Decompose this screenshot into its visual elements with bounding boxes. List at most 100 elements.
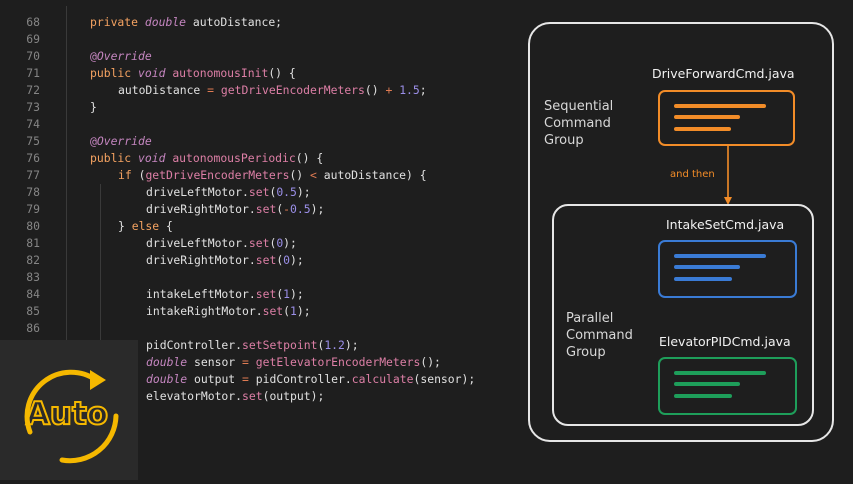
code-token: 0.5 — [290, 202, 311, 216]
code-line[interactable]: 85 intakeRightMotor.set(1); — [0, 303, 520, 320]
code-token: autoDistance; — [192, 15, 283, 29]
code-line[interactable]: 78 driveLeftMotor.set(0.5); — [0, 184, 520, 201]
code-token: driveLeftMotor. — [146, 185, 249, 199]
line-number: 70 — [26, 49, 40, 63]
code-token: set — [242, 389, 263, 403]
code-token: Override — [96, 49, 152, 63]
code-line[interactable]: 75@Override — [0, 133, 520, 150]
intake-set-file-icon — [658, 240, 797, 298]
code-line[interactable]: 69 — [0, 31, 520, 48]
code-token: driveRightMotor. — [146, 253, 256, 267]
parallel-label: Parallel Command Group — [566, 311, 633, 360]
code-token: output — [194, 372, 243, 386]
code-line[interactable]: 83 — [0, 269, 520, 286]
code-line[interactable]: 73} — [0, 99, 520, 116]
code-token: ); — [310, 202, 325, 216]
code-token: autoDistance — [118, 83, 208, 97]
code-token: ); — [296, 185, 311, 199]
code-line-bar — [674, 371, 766, 375]
code-text: elevatorMotor.set(output); — [146, 388, 324, 405]
code-line[interactable]: 74 — [0, 116, 520, 133]
code-token: set — [248, 185, 270, 199]
code-token: (sensor); — [413, 372, 476, 386]
code-token: ); — [296, 304, 311, 318]
code-token: + — [385, 83, 400, 97]
code-token: @ — [90, 49, 97, 63]
code-text: intakeRightMotor.set(1); — [146, 303, 311, 320]
code-token: 1 — [290, 304, 297, 318]
line-number: 69 — [26, 32, 40, 46]
code-line[interactable]: 86 — [0, 320, 520, 337]
code-text: if (getDriveEncoderMeters() < autoDistan… — [118, 167, 427, 184]
code-token: set — [255, 253, 277, 267]
code-token: double — [146, 355, 195, 369]
code-token: sensor — [194, 355, 243, 369]
code-line[interactable]: pidController.setSetpoint(1.2); — [0, 337, 520, 354]
line-number: 78 — [26, 185, 40, 199]
code-token: ); — [283, 236, 297, 250]
code-line-bar — [674, 254, 766, 258]
logo-text: Auto — [26, 396, 108, 432]
code-token: 1.2 — [324, 338, 345, 352]
auto-logo: Auto — [0, 340, 138, 480]
code-token: calculate — [351, 372, 414, 386]
line-number: 68 — [26, 15, 40, 29]
code-token: driveRightMotor. — [146, 202, 256, 216]
indent-guide — [66, 6, 67, 342]
code-token: 1.5 — [399, 83, 420, 97]
code-token: if — [118, 168, 139, 182]
code-token: 1 — [283, 287, 291, 301]
code-token: autoDistance) { — [323, 168, 427, 182]
line-number: 80 — [26, 219, 40, 233]
code-token: Override — [96, 134, 152, 148]
line-number: 86 — [26, 321, 40, 335]
code-token: set — [255, 202, 277, 216]
line-number: 72 — [26, 83, 40, 97]
code-line[interactable]: 70 @Override — [0, 48, 520, 65]
code-text: pidController.setSetpoint(1.2); — [146, 337, 359, 354]
code-line[interactable]: elevatorMotor.set(output); — [0, 388, 520, 405]
code-token: 0.5 — [276, 185, 297, 199]
line-number: 83 — [26, 270, 40, 284]
line-number: 85 — [26, 304, 40, 318]
code-token: getDriveEncoderMeters — [220, 83, 365, 97]
sequential-label: Sequential Command Group — [544, 99, 614, 148]
code-text: } — [90, 99, 97, 116]
code-token: void — [138, 66, 173, 80]
code-line-bar — [674, 277, 732, 281]
code-text: @Override — [90, 133, 152, 150]
code-line[interactable]: double sensor = getElevatorEncoderMeters… — [0, 354, 520, 371]
arrow-down-icon — [724, 144, 732, 205]
code-text: driveLeftMotor.set(0); — [146, 235, 297, 252]
code-token: ( — [283, 304, 291, 318]
code-token: ( — [276, 287, 284, 301]
code-text: double output = pidController.calculate(… — [146, 371, 475, 388]
code-token: () — [364, 83, 386, 97]
code-line[interactable]: double output = pidController.calculate(… — [0, 371, 520, 388]
code-token: elevatorMotor. — [146, 389, 243, 403]
code-token: ); — [290, 287, 304, 301]
code-token: ( — [269, 236, 277, 250]
code-token: driveLeftMotor. — [146, 236, 249, 250]
code-token: (); — [420, 355, 441, 369]
code-token: ( — [276, 202, 284, 216]
code-line[interactable]: 80 } else { — [0, 218, 520, 235]
and-then-label: and then — [670, 169, 715, 180]
code-token: ; — [419, 83, 427, 97]
code-token: ( — [269, 185, 277, 199]
code-token: set — [255, 287, 277, 301]
code-text: intakeLeftMotor.set(1); — [146, 286, 304, 303]
code-token: ( — [276, 253, 284, 267]
code-token: } — [118, 219, 132, 233]
code-token: intakeRightMotor. — [146, 304, 263, 318]
code-text: } else { — [118, 218, 173, 235]
